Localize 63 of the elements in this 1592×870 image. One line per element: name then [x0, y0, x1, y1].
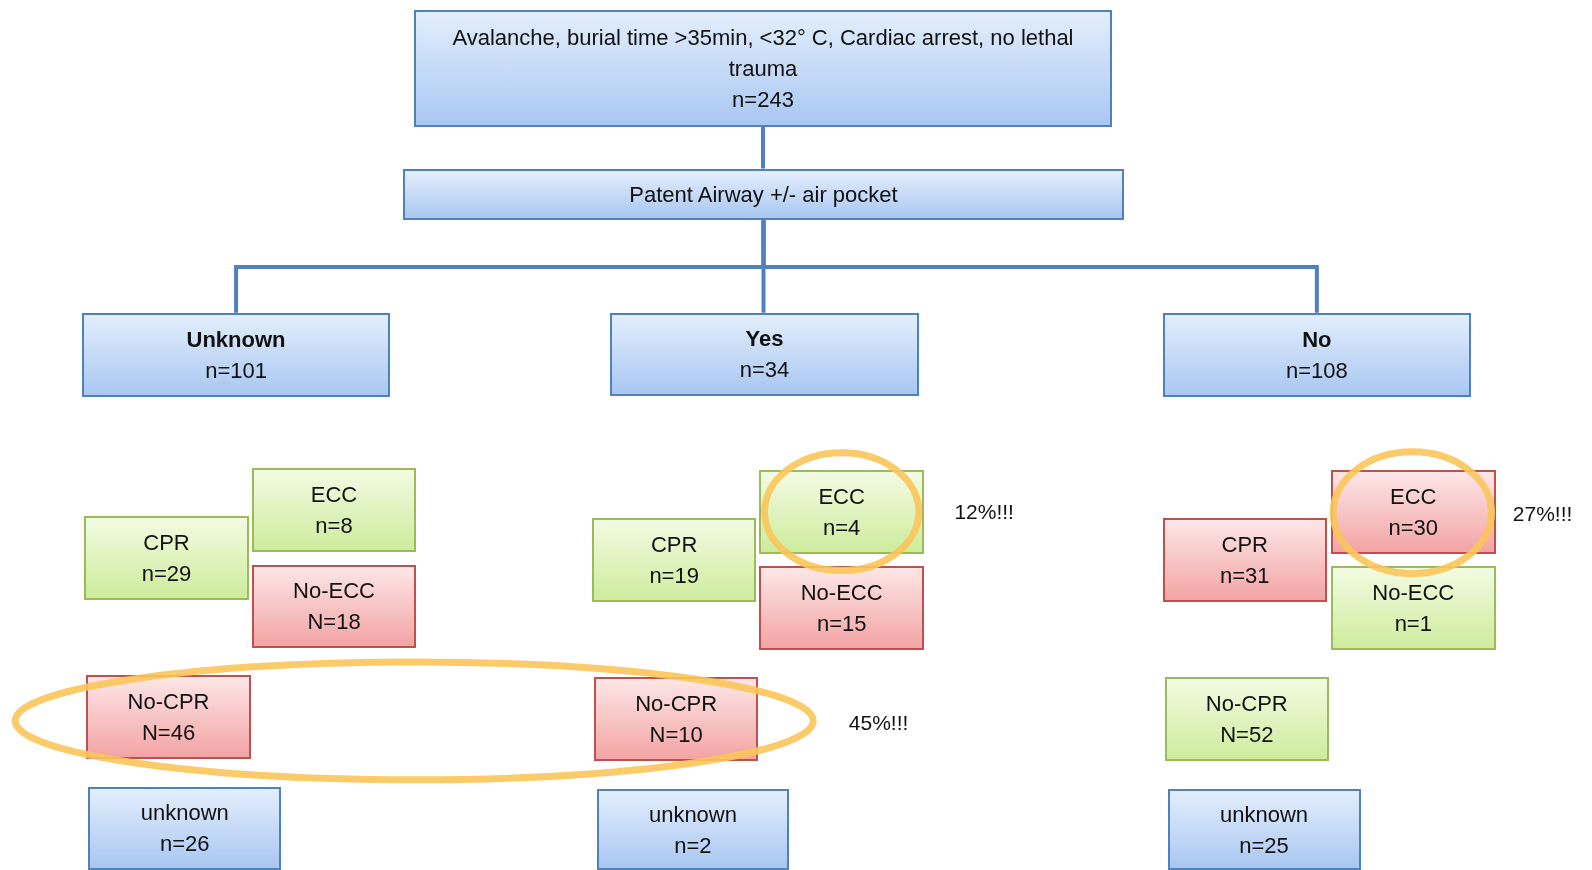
box-text: n=15: [816, 609, 867, 638]
box-text: N=46: [141, 719, 196, 748]
process-box: [414, 10, 1112, 127]
process-box: [84, 515, 249, 601]
box-text: n=30: [1388, 514, 1439, 543]
box-text: No-CPR: [1205, 690, 1288, 719]
box-text: ECC: [818, 483, 865, 512]
percentage-note: 27%!!!: [1512, 501, 1573, 526]
box-text: unknown: [140, 799, 229, 828]
box-text: n=4: [823, 514, 861, 543]
box-text: N=52: [1220, 721, 1274, 750]
box-text: ECC: [310, 481, 358, 510]
box-text: No-ECC: [293, 577, 375, 606]
process-box: [251, 468, 417, 553]
box-text: n=26: [160, 830, 210, 859]
connector-line: [761, 220, 1319, 313]
connector-line: [761, 126, 765, 169]
box-text: Yes: [745, 325, 784, 354]
process-box: [86, 675, 251, 760]
process-box: [251, 564, 417, 648]
process-box: [1331, 565, 1496, 650]
box-text: Unknown: [186, 325, 286, 354]
box-text: n=25: [1239, 831, 1289, 860]
process-box: [1162, 517, 1327, 603]
percentage-note: 12%!!!: [954, 499, 1014, 524]
process-box: [759, 565, 924, 650]
process-box: [82, 312, 390, 397]
box-text: n=243: [732, 86, 794, 114]
box-text: n=108: [1285, 356, 1348, 385]
box-text: unknown: [648, 800, 737, 829]
process-box: [593, 677, 759, 762]
box-text: n=101: [205, 356, 267, 385]
process-box: [88, 786, 282, 870]
box-text: n=34: [739, 356, 790, 385]
process-box: [1331, 470, 1496, 555]
box-text: N=18: [307, 608, 361, 637]
process-box: [610, 312, 919, 396]
process-box: [597, 788, 789, 870]
process-box: [759, 470, 924, 555]
box-text: No-CPR: [127, 688, 210, 717]
process-box: [591, 517, 757, 603]
percentage-note: 45%!!!: [848, 710, 909, 735]
box-text: No-CPR: [635, 690, 718, 719]
box-text: N=10: [649, 721, 703, 750]
process-box: [403, 168, 1124, 221]
box-text: n=31: [1219, 561, 1270, 590]
process-box: [1164, 677, 1329, 762]
box-text: n=19: [649, 561, 699, 590]
box-text: unknown: [1220, 800, 1309, 829]
box-text: n=1: [1394, 609, 1432, 638]
box-text: n=29: [141, 559, 192, 588]
process-box: [1162, 312, 1472, 397]
process-box: [1167, 788, 1361, 870]
box-text: No: [1302, 325, 1332, 354]
box-text: Patent Airway +/- air pocket: [629, 180, 898, 209]
box-text: CPR: [1221, 530, 1268, 559]
box-text: ECC: [1390, 483, 1437, 512]
box-text: CPR: [650, 530, 698, 559]
box-text: n=2: [674, 831, 712, 860]
box-text: No-ECC: [1372, 578, 1455, 607]
box-text: CPR: [143, 528, 190, 557]
box-text: n=8: [315, 512, 353, 541]
box-text: No-ECC: [800, 578, 883, 607]
